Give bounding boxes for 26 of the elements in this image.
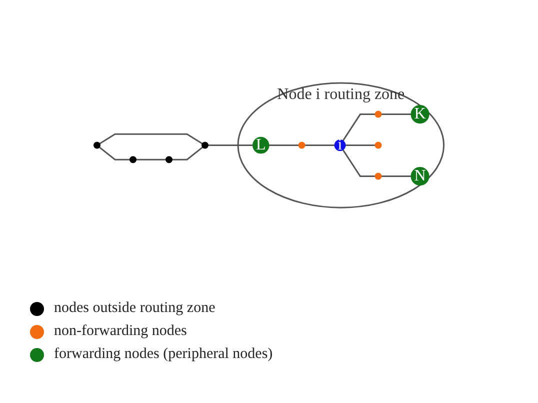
node-circle xyxy=(298,142,306,148)
connector xyxy=(268,144,299,146)
connector xyxy=(208,144,254,146)
connector xyxy=(99,133,203,144)
connector xyxy=(172,146,204,160)
legend-text: forwarding nodes (peripheral nodes) xyxy=(54,346,273,363)
connector xyxy=(98,146,130,160)
node-circle xyxy=(374,142,382,148)
node-circle: L xyxy=(252,136,270,154)
connector xyxy=(345,144,376,146)
connector xyxy=(381,113,412,115)
connector xyxy=(342,148,376,177)
connector xyxy=(381,175,412,177)
connector xyxy=(342,113,376,142)
node-circle xyxy=(94,142,101,148)
node-circle xyxy=(166,156,173,163)
legend-text: non-forwarding nodes xyxy=(54,323,187,340)
legend-text: nodes outside routing zone xyxy=(54,300,216,317)
node-circle xyxy=(374,172,382,180)
node-circle xyxy=(130,156,137,163)
node-circle: K xyxy=(410,104,430,124)
connector xyxy=(136,158,166,160)
node-circle xyxy=(202,142,209,148)
connector xyxy=(304,144,335,146)
node-circle: N xyxy=(410,166,430,186)
node-circle xyxy=(374,110,382,118)
